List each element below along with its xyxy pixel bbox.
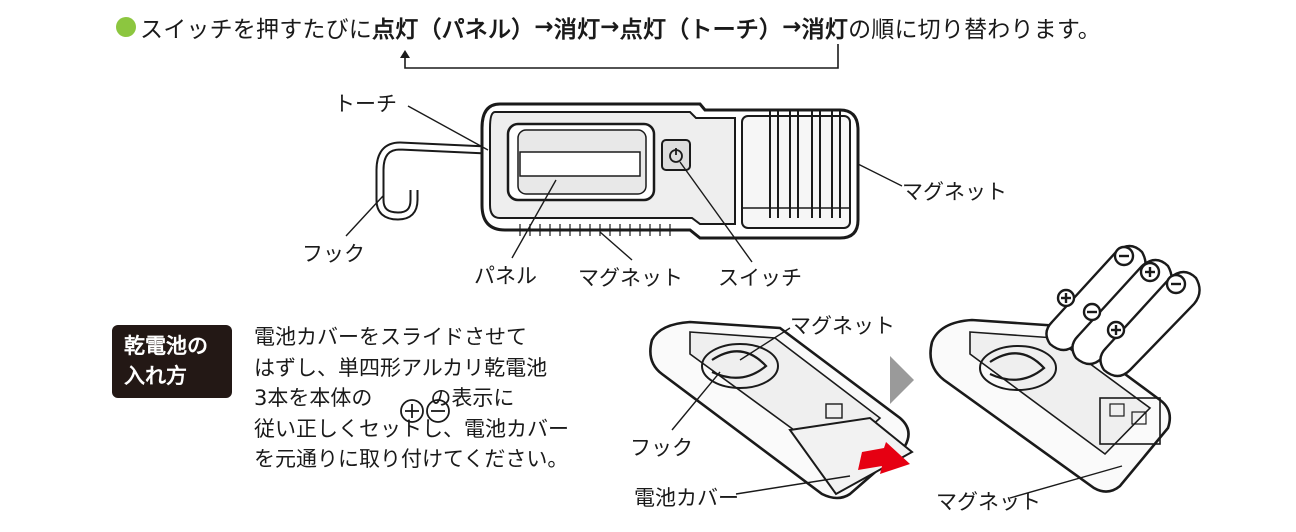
label-magnet-right: マグネット bbox=[902, 180, 1007, 204]
mode-arrow: → bbox=[600, 14, 620, 40]
label-magnet-step2: マグネット bbox=[936, 490, 1041, 514]
cycle-return-arrow bbox=[400, 44, 839, 69]
instruction-line3-start: 3本を本体の bbox=[254, 386, 373, 410]
label-hook-step1: フック bbox=[630, 436, 693, 460]
instruction-line: 電池カバーをスライドさせて bbox=[254, 325, 527, 349]
mode-panel-on: 点灯（パネル） bbox=[372, 17, 535, 43]
mode-torch-on: 点灯（トーチ） bbox=[619, 17, 783, 43]
leader-lines-bottom bbox=[671, 327, 1123, 499]
label-hook: フック bbox=[302, 242, 365, 266]
step-arrow-icon bbox=[890, 356, 914, 404]
aaa-batteries-icon bbox=[1045, 244, 1201, 378]
minus-symbol-icon bbox=[426, 399, 450, 423]
label-panel: パネル bbox=[474, 264, 537, 288]
mode-off: 消灯 bbox=[801, 17, 849, 43]
green-bullet-icon bbox=[116, 17, 136, 37]
mode-sequence-text: スイッチを押すたびに 点灯（パネル） → 消灯 → 点灯（トーチ） → 消灯 の… bbox=[116, 10, 1101, 44]
instruction-line: はずし、単四形アルカリ乾電池 bbox=[254, 355, 548, 380]
mode-off: 消灯 bbox=[553, 17, 601, 43]
battery-install-badge: 乾電池の 入れ方 bbox=[112, 325, 232, 398]
mode-arrow: → bbox=[782, 14, 802, 40]
plus-minus-symbols bbox=[400, 399, 450, 423]
label-switch: スイッチ bbox=[718, 266, 802, 290]
mode-arrow: → bbox=[534, 14, 554, 40]
badge-line1: 乾電池の bbox=[124, 334, 208, 358]
label-magnet-bottom: マグネット bbox=[578, 266, 683, 290]
work-light-illustration bbox=[375, 102, 860, 240]
slide-direction-arrow bbox=[858, 442, 910, 474]
battery-step1-illustration bbox=[649, 320, 914, 500]
badge-line2: 入れ方 bbox=[124, 364, 187, 388]
instruction-line: 従い正しくセットし、電池カバー bbox=[254, 416, 569, 441]
leader-lines-top bbox=[345, 105, 903, 263]
mode-intro-text: スイッチを押すたびに bbox=[140, 17, 372, 43]
label-battery-cover: 電池カバー bbox=[634, 486, 739, 510]
instruction-line: を元通りに取り付けてください。 bbox=[254, 447, 569, 471]
label-torch: トーチ bbox=[334, 92, 397, 116]
mode-outro-text: の順に切り替わります。 bbox=[848, 17, 1101, 43]
battery-step2-illustration bbox=[929, 318, 1172, 493]
instruction-line: 3本を本体の の表示に bbox=[254, 383, 569, 414]
plus-symbol-icon bbox=[400, 399, 424, 423]
instruction-line3-end: の表示に bbox=[430, 386, 515, 410]
label-magnet-step1: マグネット bbox=[790, 314, 895, 338]
battery-instructions: 電池カバーをスライドさせて はずし、単四形アルカリ乾電池 3本を本体のの表示に … bbox=[254, 322, 569, 475]
